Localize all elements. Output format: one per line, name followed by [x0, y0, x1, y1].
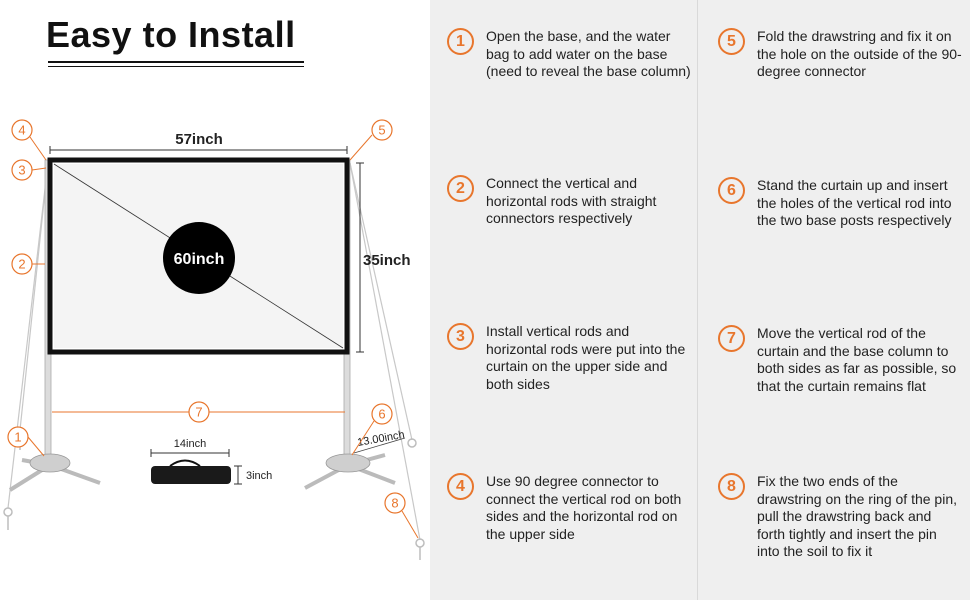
- step-text: Fold the drawstring and fix it on the ho…: [757, 28, 962, 79]
- bag-width-label: 14inch: [174, 438, 206, 450]
- step-number-badge: 6: [718, 177, 745, 204]
- step-number-badge: 1: [447, 28, 474, 55]
- projector-screen-diagram: 60inch 57inch 35inch: [3, 119, 425, 560]
- callout-numbers: 1 2 3 4 5 6 7 8: [14, 123, 398, 511]
- page-title: Easy to Install: [46, 14, 296, 55]
- callout-8-label: 8: [391, 496, 398, 511]
- callout-7-label: 7: [195, 405, 202, 420]
- base-dimension-line: [353, 437, 406, 454]
- base-label: 13.00inch: [356, 429, 405, 449]
- step-text: Stand the curtain up and insert the hole…: [757, 177, 952, 228]
- step-text: Fix the two ends of the drawstring on th…: [757, 473, 958, 559]
- callout-6: [371, 403, 393, 425]
- step-text: Move the vertical rod of the curtain and…: [757, 325, 957, 394]
- ground-pins: [3, 429, 425, 560]
- callout-2-label: 2: [18, 257, 25, 272]
- diagram-panel: Easy to Install: [0, 0, 430, 600]
- callout-5: [371, 119, 393, 141]
- diagonal-badge: [163, 222, 235, 294]
- step-number-badge: 7: [718, 325, 745, 352]
- callout-4-label: 4: [18, 123, 25, 138]
- bag-height-label: 3inch: [246, 470, 272, 482]
- height-label: 35inch: [363, 252, 411, 269]
- steps-panel: [430, 0, 970, 600]
- callout-1-label: 1: [14, 430, 21, 445]
- callout-8: [384, 492, 406, 514]
- step-number-badge: 4: [447, 473, 474, 500]
- step-number-badge: 3: [447, 323, 474, 350]
- step-text: Open the base, and the water bag to add …: [486, 28, 691, 79]
- callout-3-label: 3: [18, 163, 25, 178]
- left-base: [8, 453, 101, 492]
- diagonal-label: 60inch: [174, 251, 225, 268]
- step-number-badge: 5: [718, 28, 745, 55]
- step-text: Connect the vertical and horizontal rods…: [486, 175, 657, 226]
- step-number-badge: 2: [447, 175, 474, 202]
- title-underline: [48, 61, 304, 63]
- callout-7: [188, 401, 210, 423]
- column-divider: [697, 0, 698, 600]
- callout-4: [11, 119, 33, 141]
- callout-6-label: 6: [378, 407, 385, 422]
- title-underline-thin: [48, 66, 304, 67]
- step-text: Install vertical rods and horizontal rod…: [486, 323, 686, 392]
- step-number-badge: 8: [718, 473, 745, 500]
- width-label: 57inch: [175, 131, 223, 148]
- step-text: Use 90 degree connector to connect the v…: [486, 473, 682, 542]
- callout-5-label: 5: [378, 123, 385, 138]
- carry-bag: 14inch 3inch: [150, 438, 272, 485]
- right-base: [304, 453, 396, 490]
- callout-leaders: [27, 134, 419, 539]
